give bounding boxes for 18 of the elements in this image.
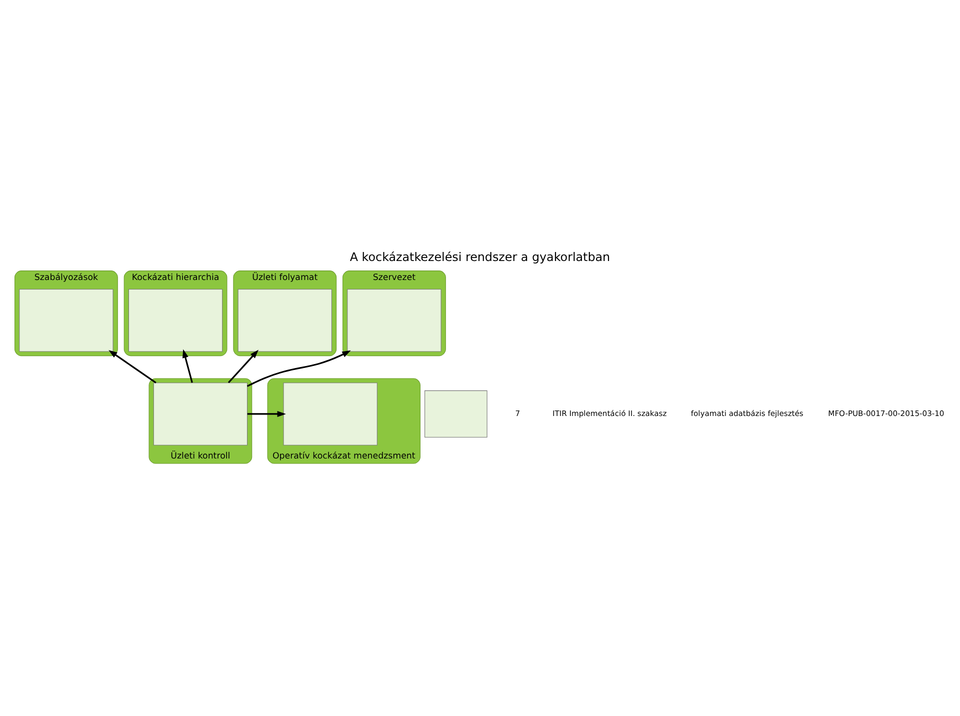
- cluster: Kockázati hierarchia: [124, 270, 228, 356]
- node-box: [128, 288, 223, 352]
- arrow: [246, 350, 351, 386]
- arrow: [182, 348, 193, 382]
- cluster: Operatív kockázat menedzsment: [267, 378, 420, 464]
- cluster: Szabályozások: [14, 270, 118, 356]
- diagram-title: A kockázatkezelési rendszer a gyakorlatban: [350, 249, 610, 264]
- arrow: [247, 410, 286, 417]
- node-box: [153, 382, 248, 445]
- node-box: [283, 382, 378, 445]
- node-box: [424, 390, 488, 438]
- cluster: Üzleti folyamat: [233, 270, 337, 356]
- arrow: [228, 349, 259, 383]
- cluster: Üzleti kontroll: [148, 378, 252, 464]
- node-box: [238, 288, 332, 352]
- node-box: [347, 288, 442, 352]
- arrow: [108, 350, 156, 383]
- node-box: [19, 288, 114, 352]
